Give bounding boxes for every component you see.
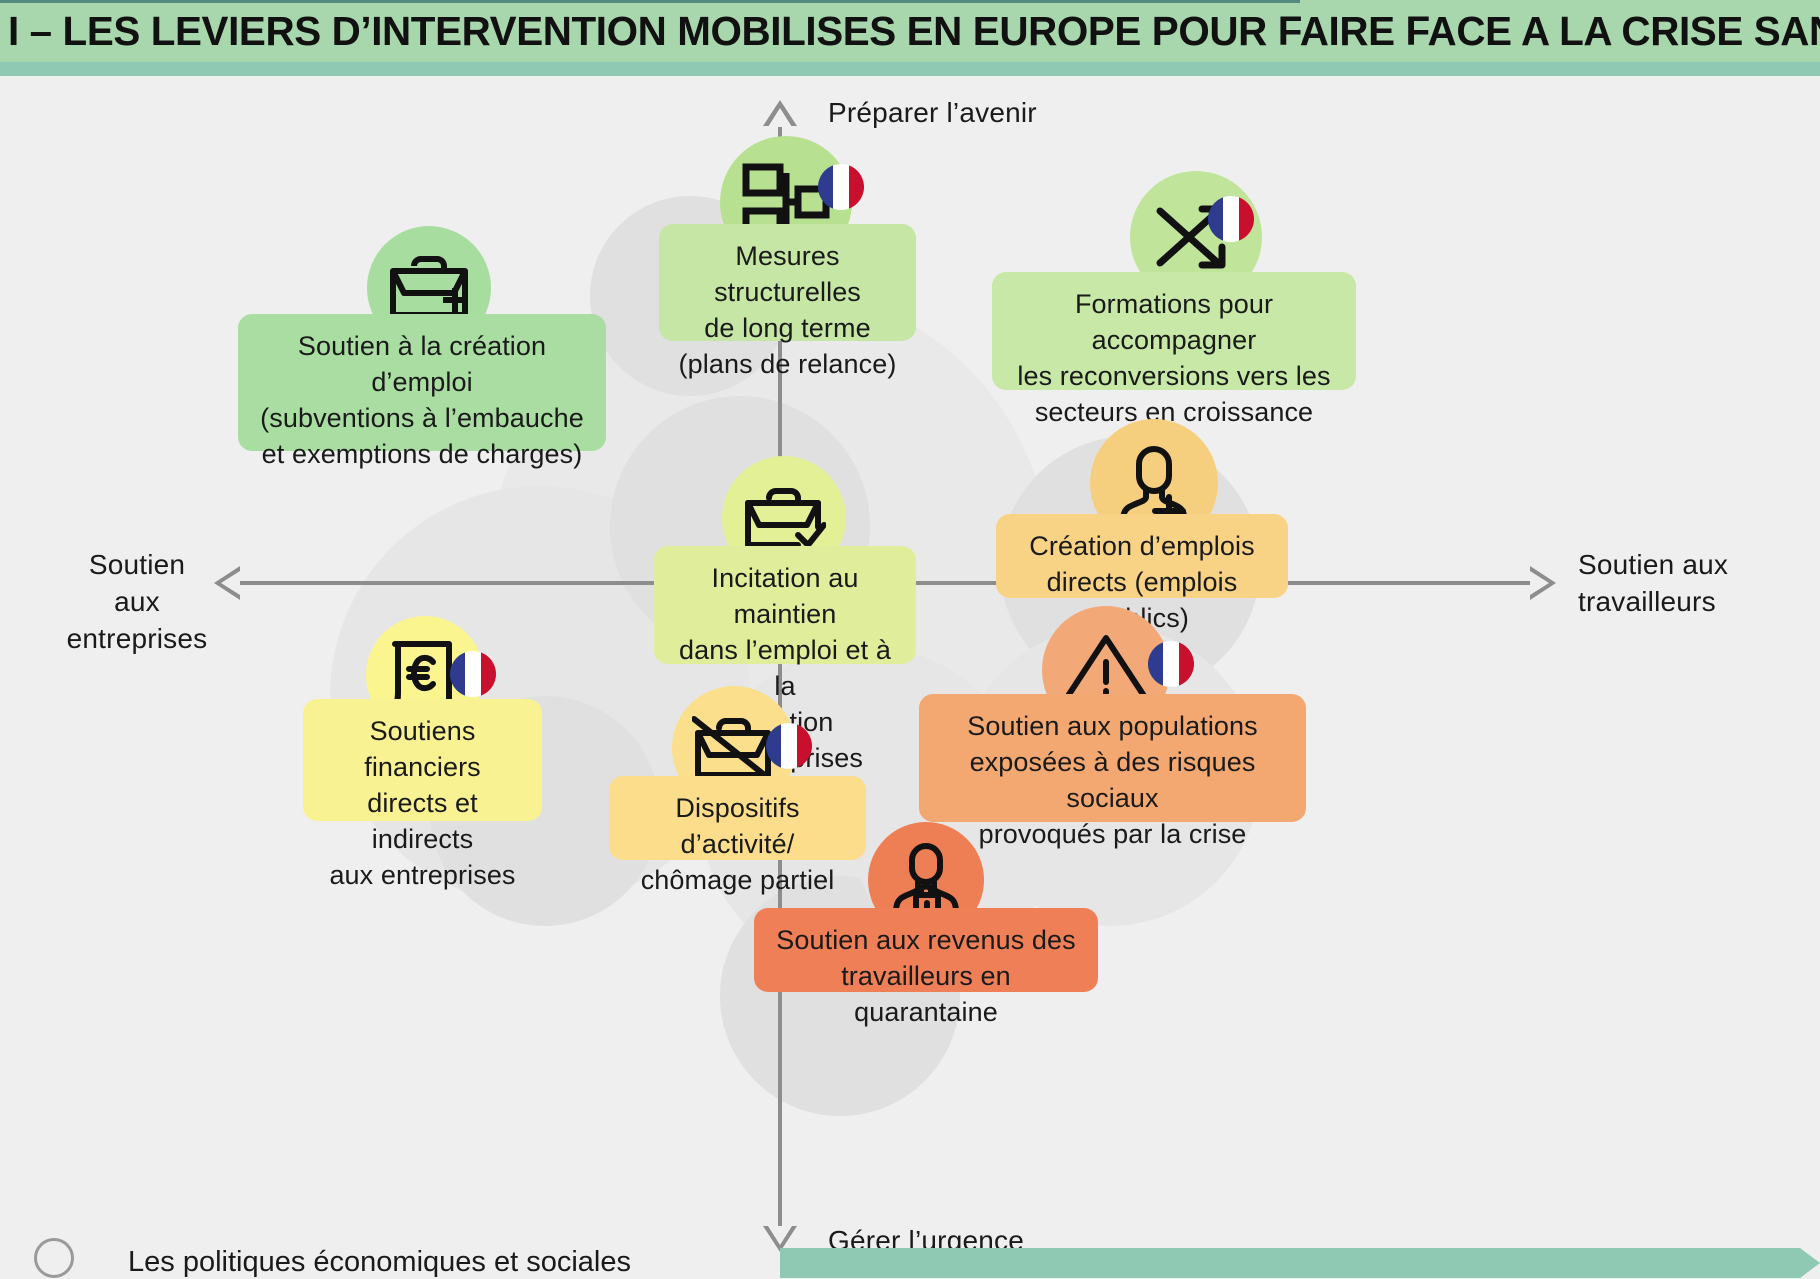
diagram-canvas: Préparer l’avenir Gérer l’urgence Soutie… <box>0 86 1820 1278</box>
axis-arrow-left-inner <box>221 571 240 595</box>
card-line-1: Mesures structurelles <box>714 241 861 307</box>
france-flag-icon <box>1208 196 1254 242</box>
card-line-1: Dispositifs d’activité/ <box>675 793 800 859</box>
card-line-1: Soutiens financiers <box>364 716 481 782</box>
france-flag-icon <box>766 723 812 769</box>
header-top-rule <box>0 0 1300 3</box>
card-line-2: chômage partiel <box>640 865 835 895</box>
card-line-2: (subventions à l’embauche <box>260 403 584 433</box>
card-line-2: travailleurs en quarantaine <box>841 961 1011 1027</box>
france-flag-icon <box>450 651 496 697</box>
card-soutien-creation-emploi[interactable]: Soutien à la création d’emploi (subventi… <box>238 314 606 469</box>
briefcase-crossed-icon <box>692 716 775 784</box>
axis-arrow-right-inner <box>1530 571 1549 595</box>
axis-label-top: Préparer l’avenir <box>828 97 1037 128</box>
footer-banner <box>780 1248 1800 1278</box>
header-accent-band <box>0 62 1820 76</box>
footer-banner-tip <box>1800 1248 1820 1278</box>
card-line-3: (plans de relance) <box>678 349 897 379</box>
france-flag-icon <box>818 164 864 210</box>
page-title: I – LES LEVIERS D’INTERVENTION MOBILISES… <box>8 8 1820 54</box>
vertical-axis <box>778 126 782 1226</box>
card-line-1: Soutien à la création d’emploi <box>297 331 547 397</box>
card-line-2: exposées à des risques sociaux <box>969 747 1256 813</box>
person-plus-icon <box>1120 446 1187 523</box>
card-creation-emplois-directs[interactable]: Création d’emplois directs (emplois publ… <box>996 514 1288 633</box>
card-line-2: de long terme <box>704 313 871 343</box>
card-line-1: Formations pour accompagner <box>1074 289 1274 355</box>
card-line-1: Soutien aux revenus des <box>776 925 1076 955</box>
briefcase-check-icon <box>745 488 826 548</box>
axis-arrow-down-inner <box>768 1226 792 1245</box>
france-flag-icon <box>1148 641 1194 687</box>
axis-label-right: Soutien aux travailleurs <box>1578 546 1758 620</box>
card-line-2: dans l’emploi et à la <box>679 635 891 701</box>
card-line-3: et exemptions de charges) <box>261 439 583 469</box>
legend-circle-icon <box>34 1238 74 1278</box>
card-line-1: Création d’emplois <box>1029 531 1255 561</box>
card-soutien-populations-exposees[interactable]: Soutien aux populations exposées à des r… <box>919 694 1306 849</box>
card-line-3: aux entreprises <box>329 860 516 890</box>
axis-label-left-line1: Soutien aux <box>88 549 186 617</box>
card-incitation-maintien-emploi[interactable]: Incitation au maintien dans l’emploi et … <box>654 546 916 773</box>
card-formations-reconversions[interactable]: Formations pour accompagner les reconver… <box>992 272 1356 427</box>
card-dispositifs-activite-partielle[interactable]: Dispositifs d’activité/ chômage partiel <box>609 776 866 895</box>
card-line-1: Soutien aux populations <box>967 711 1258 741</box>
axis-label-left-line2: entreprises <box>66 623 208 654</box>
axis-label-right-line2: travailleurs <box>1578 586 1716 617</box>
card-line-2: directs et indirects <box>367 788 478 854</box>
card-line-3: provoqués par la crise <box>978 819 1247 849</box>
card-line-2: les reconversions vers les <box>1017 361 1331 391</box>
card-soutiens-financiers[interactable]: Soutiens financiers directs et indirects… <box>303 699 542 890</box>
card-mesures-structurelles[interactable]: Mesures structurelles de long terme (pla… <box>659 224 916 379</box>
axis-label-left: Soutien aux entreprises <box>62 546 212 657</box>
person-lock-icon <box>893 843 959 917</box>
card-line-1: Incitation au maintien <box>711 563 859 629</box>
header-band: I – LES LEVIERS D’INTERVENTION MOBILISES… <box>0 0 1820 62</box>
card-soutien-revenus-quarantaine[interactable]: Soutien aux revenus des travailleurs en … <box>754 908 1098 1027</box>
legend-label: Les politiques économiques et sociales <box>128 1246 631 1278</box>
axis-arrow-up-inner <box>768 108 792 127</box>
axis-label-right-line1: Soutien aux <box>1578 549 1729 580</box>
